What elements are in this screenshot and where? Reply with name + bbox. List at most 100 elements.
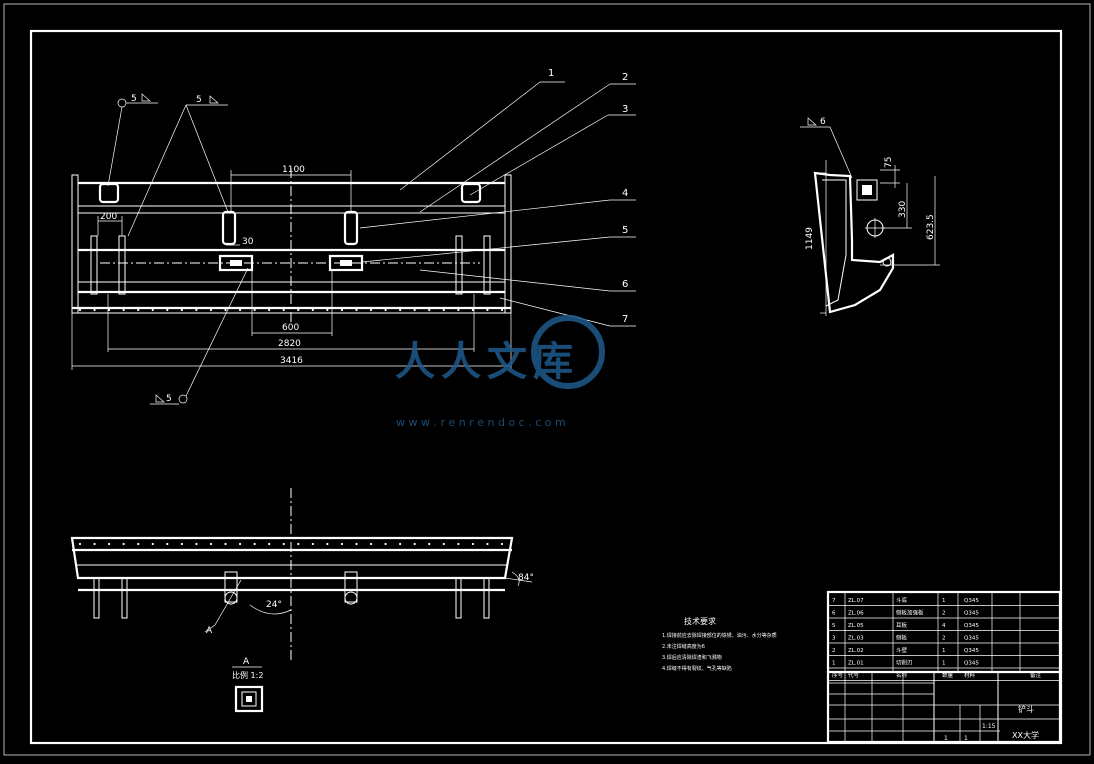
weld-symbols: 5 5 5	[107, 93, 249, 405]
tooth-mark	[471, 308, 474, 312]
front-dimensions: 1100 200 30 600 2820 3416	[71, 165, 512, 370]
parts-cell-name: 斗壁	[896, 646, 908, 654]
tooth-mark	[399, 308, 402, 312]
drawing-scale: 1:15	[982, 723, 996, 730]
tooth-mark	[442, 542, 445, 546]
tooth-mark	[457, 542, 460, 546]
tooth-mark	[224, 542, 227, 546]
tooth-mark	[355, 308, 358, 312]
parts-cell-code: ZL.03	[848, 636, 864, 642]
dim-angle-right: 84°	[518, 573, 534, 583]
tooth-mark	[297, 308, 300, 312]
tooth-mark	[78, 308, 82, 312]
watermark-url: w w w . r e n r e n d o c . c o m	[396, 416, 566, 429]
dim-overall-length: 3416	[280, 356, 303, 366]
section-view-label: A	[243, 657, 250, 667]
tooth-mark	[297, 542, 300, 546]
tooth-mark	[122, 308, 125, 312]
sheet-count: 1	[964, 735, 968, 742]
tooth-mark	[369, 542, 373, 546]
tooth-mark	[253, 542, 256, 546]
tech-notes-title: 技术要求	[684, 616, 716, 626]
outer-border	[3, 3, 1091, 756]
tooth-mark	[311, 542, 314, 546]
watermark-logo-ring	[531, 315, 605, 389]
right-post	[504, 174, 512, 314]
tooth-mark	[340, 308, 344, 312]
parts-cell-code: 代号	[848, 671, 860, 679]
parts-cell-name: 名称	[896, 671, 908, 679]
tooth-mark	[326, 308, 329, 312]
weld-label-side: 6	[820, 117, 826, 127]
tooth-mark	[108, 308, 111, 312]
part-number-7: 7	[622, 314, 628, 325]
tooth-mark	[137, 542, 140, 546]
sheet-number: 1	[944, 735, 948, 742]
side-view: 1149 75 330 623.5 6	[800, 117, 940, 316]
tooth-mark	[93, 542, 96, 546]
parts-cell-code: ZL.02	[848, 648, 864, 654]
part-number-1: 1	[548, 68, 554, 79]
tooth-mark	[93, 308, 96, 312]
tech-note-3: 3.焊后应清除焊渣和飞溅物	[662, 654, 722, 661]
part-name: 铲斗	[1018, 704, 1034, 714]
tooth-mark	[195, 308, 198, 312]
dim-inner-span: 2820	[278, 339, 301, 349]
section-scale-label: 比例 1:2	[232, 670, 263, 680]
tooth-mark	[108, 542, 111, 546]
drawing-frame	[29, 29, 1063, 745]
parts-cell-qty: 数量	[942, 671, 954, 679]
parts-cell-code: ZL.01	[848, 661, 864, 667]
tech-note-2: 2.未注焊缝高度为6	[662, 643, 705, 650]
tooth-mark	[486, 542, 489, 546]
tooth-mark	[238, 542, 242, 546]
part-number-5: 5	[622, 225, 628, 236]
tooth-mark	[238, 308, 242, 312]
part-number-2: 2	[622, 72, 628, 83]
tooth-mark	[340, 542, 344, 546]
tooth-mark	[326, 542, 329, 546]
dim-side-height: 1149	[805, 227, 815, 250]
tooth-mark	[399, 542, 402, 546]
section-arrow-label: A	[206, 626, 213, 636]
parts-cell-qty: 2	[942, 611, 946, 617]
parts-cell-qty: 2	[942, 636, 946, 642]
parts-cell-name: 侧板加强板	[896, 609, 924, 617]
dim-top-span: 1100	[282, 165, 305, 175]
part-leaders: 1 2 3 4 5 6 7	[359, 68, 636, 327]
dim-angle-lower: 24°	[266, 600, 282, 610]
parts-cell-mat: Q345	[964, 648, 979, 654]
tooth-mark	[151, 542, 154, 546]
tooth-mark	[209, 542, 213, 546]
parts-cell-note: 备注	[1030, 671, 1042, 679]
dim-slot-width: 30	[242, 237, 254, 247]
tooth-mark	[428, 542, 431, 546]
tooth-mark	[180, 542, 183, 546]
parts-cell-no: 7	[832, 598, 836, 604]
tooth-mark	[151, 308, 154, 312]
parts-cell-mat: Q345	[964, 661, 979, 667]
parts-cell-name: 切削刃	[896, 659, 913, 667]
tooth-mark	[268, 308, 271, 312]
tooth-mark	[268, 542, 271, 546]
tooth-mark	[457, 308, 460, 312]
parts-cell-mat: Q345	[964, 598, 979, 604]
part-number-3: 3	[622, 104, 628, 115]
part-number-6: 6	[622, 279, 628, 290]
tooth-mark	[442, 308, 445, 312]
parts-cell-mat: Q345	[964, 623, 979, 629]
parts-cell-qty: 1	[942, 598, 946, 604]
technical-notes: 技术要求 1.焊接前应去除焊接部位的铁锈、油污、水分等杂质 2.未注焊缝高度为6…	[662, 616, 777, 672]
front-view	[71, 168, 512, 325]
parts-cell-no: 序号	[832, 671, 844, 679]
dim-side-top: 75	[884, 157, 894, 168]
tooth-mark	[195, 542, 198, 546]
weld-label-lower-left: 5	[166, 394, 172, 404]
parts-cell-no: 2	[832, 648, 836, 654]
left-post	[71, 174, 79, 314]
parts-cell-qty: 4	[942, 623, 946, 629]
tooth-mark	[180, 308, 183, 312]
